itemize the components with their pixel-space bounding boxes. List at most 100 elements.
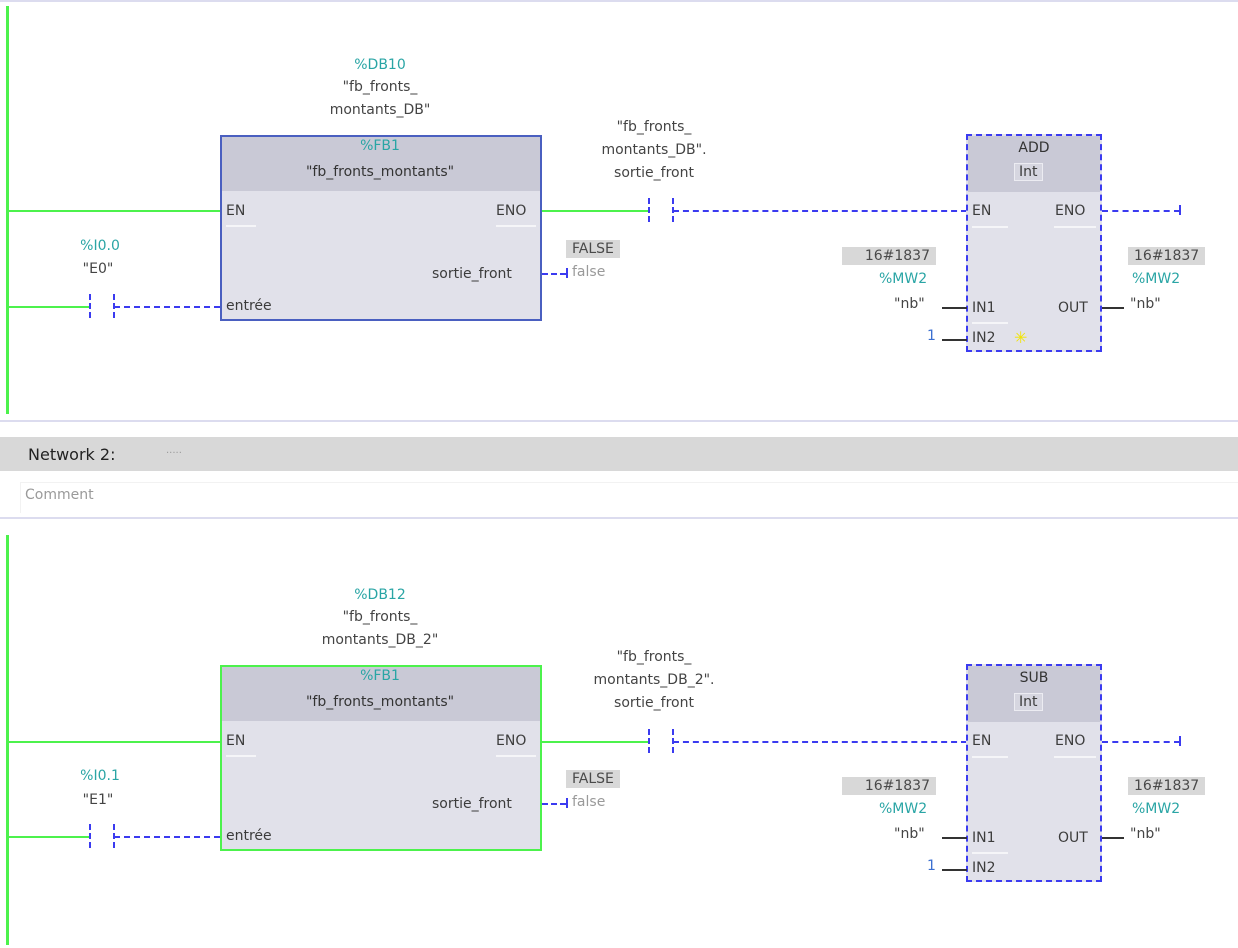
network-2-comment[interactable]: Comment: [20, 482, 1238, 513]
monitor-value: FALSE: [566, 240, 620, 258]
out-literal[interactable]: false: [572, 794, 606, 810]
network-2-comment-border: [0, 517, 1238, 519]
fb-name: "fb_fronts_montants": [305, 694, 455, 710]
add-pin-out: OUT: [1058, 300, 1088, 316]
out-address: %MW2: [1132, 801, 1181, 817]
out-operand-wire: [1102, 837, 1124, 839]
in1-address: %MW2: [879, 271, 928, 287]
pin-underline: [972, 322, 1008, 324]
contact-tag: "E0": [82, 261, 114, 277]
en-wire: [8, 741, 222, 743]
pin-underline: [1054, 226, 1096, 228]
fb-pin-eno: ENO: [496, 203, 527, 219]
out-wire: [542, 273, 566, 275]
wire-end-tick: [566, 268, 568, 278]
in1-wire: [942, 837, 967, 839]
edge-contact-tag-3: sortie_front: [614, 695, 694, 711]
in1-wire: [942, 307, 967, 309]
pin-underline: [496, 755, 536, 757]
in1-tag[interactable]: "nb": [894, 296, 925, 312]
pin-underline: [972, 756, 1008, 758]
instance-db-name-1: "fb_fronts_: [342, 79, 418, 95]
contact-to-add-wire: [673, 210, 967, 212]
contact-e0[interactable]: [89, 294, 115, 318]
sub-pin-in2: IN2: [972, 860, 996, 876]
out-operand-wire: [1102, 307, 1124, 309]
sub-eno-wire: [1102, 741, 1180, 743]
network-1-top-border: [0, 0, 1238, 2]
wire-end-tick: [1179, 205, 1181, 215]
instance-db-name-2: montants_DB_2": [321, 632, 439, 648]
sub-pin-eno: ENO: [1055, 733, 1086, 749]
out-wire: [542, 803, 566, 805]
in2-wire: [942, 869, 967, 871]
add-eno-wire: [1102, 210, 1180, 212]
add-pin-en: EN: [972, 203, 992, 219]
in2-wire: [942, 339, 967, 341]
fb-address: %FB1: [360, 138, 400, 154]
edge-contact-tag-3: sortie_front: [614, 165, 694, 181]
edge-contact-tag-1: "fb_fronts_: [616, 649, 692, 665]
out-address: %MW2: [1132, 271, 1181, 287]
contact-e1[interactable]: [89, 824, 115, 848]
network-2-header[interactable]: Network 2: .....: [0, 437, 1238, 471]
add-pin-in2: IN2: [972, 330, 996, 346]
fb-block[interactable]: [220, 665, 542, 851]
eno-wire: [542, 210, 650, 212]
pin-underline: [496, 225, 536, 227]
pin-underline: [1054, 756, 1096, 758]
sub-pin-out: OUT: [1058, 830, 1088, 846]
fb-pin-in: entrée: [226, 298, 272, 314]
fb-pin-en: EN: [226, 733, 246, 749]
sub-type-selector[interactable]: Int: [1014, 693, 1043, 711]
fb-pin-in: entrée: [226, 828, 272, 844]
contact-address: %I0.1: [80, 768, 120, 784]
fb-block-header: [222, 667, 540, 721]
wire-end-tick: [1179, 736, 1181, 746]
sub-pin-en: EN: [972, 733, 992, 749]
contact-to-sub-wire: [673, 741, 967, 743]
fb-pin-out: sortie_front: [432, 796, 512, 812]
monitor-value: FALSE: [566, 770, 620, 788]
contact-in-wire: [8, 306, 90, 308]
in1-monitor-value: 16#1837: [842, 777, 936, 795]
power-rail: [6, 535, 9, 945]
network-2-title-placeholder[interactable]: .....: [166, 445, 182, 456]
fb-address: %FB1: [360, 668, 400, 684]
fb-pin-en: EN: [226, 203, 246, 219]
fb-block[interactable]: [220, 135, 542, 321]
network-2-title: Network 2:: [28, 445, 116, 464]
sub-operation: SUB: [1019, 670, 1049, 686]
contact-out-wire: [114, 836, 220, 838]
en-wire: [8, 210, 222, 212]
network-separator: [0, 420, 1238, 422]
add-pin-eno: ENO: [1055, 203, 1086, 219]
contact-address: %I0.0: [80, 238, 120, 254]
wire-end-tick: [566, 798, 568, 808]
out-tag[interactable]: "nb": [1130, 826, 1161, 842]
add-input-star-icon[interactable]: ✳: [1014, 328, 1028, 347]
comment-placeholder: Comment: [25, 487, 94, 503]
out-tag[interactable]: "nb": [1130, 296, 1161, 312]
in2-value[interactable]: 1: [927, 328, 936, 344]
fb-block-header: [222, 137, 540, 191]
contact-sortie-front[interactable]: [648, 729, 674, 753]
out-literal[interactable]: false: [572, 264, 606, 280]
in1-tag[interactable]: "nb": [894, 826, 925, 842]
instance-db-name-2: montants_DB": [329, 102, 431, 118]
contact-in-wire: [8, 836, 90, 838]
fb-pin-out: sortie_front: [432, 266, 512, 282]
edge-contact-tag-2: montants_DB_2".: [593, 672, 715, 688]
in2-value[interactable]: 1: [927, 858, 936, 874]
fb-pin-eno: ENO: [496, 733, 527, 749]
fb-name: "fb_fronts_montants": [305, 164, 455, 180]
add-pin-in1: IN1: [972, 300, 996, 316]
contact-sortie-front[interactable]: [648, 198, 674, 222]
add-type-selector[interactable]: Int: [1014, 163, 1043, 181]
out-monitor-value: 16#1837: [1128, 777, 1206, 795]
pin-underline: [972, 852, 1008, 854]
add-block[interactable]: [966, 134, 1102, 352]
edge-contact-tag-1: "fb_fronts_: [616, 119, 692, 135]
power-rail: [6, 6, 9, 414]
out-monitor-value: 16#1837: [1128, 247, 1206, 265]
